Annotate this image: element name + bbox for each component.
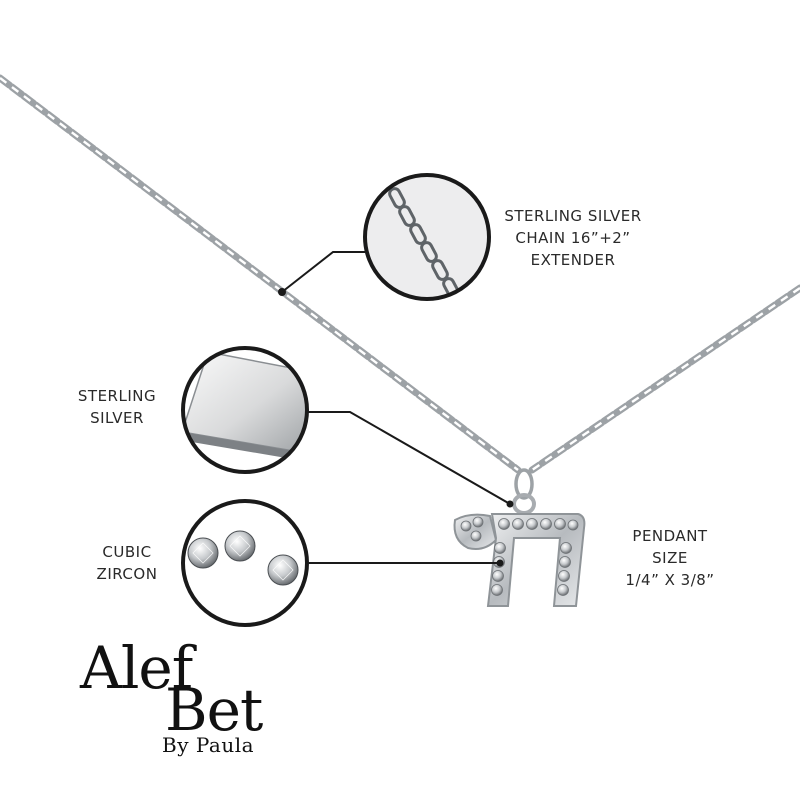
zircon-callout-dot bbox=[496, 559, 504, 567]
chain-label-line3: EXTENDER bbox=[530, 251, 616, 269]
brand-logo-alef: Alef bbox=[80, 634, 193, 702]
zircon-callout-label: CUBIC ZIRCON bbox=[72, 541, 182, 585]
pendant-label-line2: SIZE bbox=[652, 549, 688, 567]
chain-callout-line bbox=[281, 251, 365, 293]
brand-logo-bet: Bet bbox=[165, 676, 263, 744]
chai-pendant bbox=[453, 513, 586, 607]
chain-label-line2: CHAIN 16”+2” bbox=[515, 229, 631, 247]
chain-left-strand-inner bbox=[0, 77, 519, 471]
chain-callout-label: STERLING SILVER CHAIN 16”+2” EXTENDER bbox=[488, 205, 658, 271]
chain-callout-dot bbox=[278, 288, 286, 296]
chain bbox=[0, 74, 800, 515]
zircon-label-line1: CUBIC bbox=[102, 543, 152, 561]
callout-lines bbox=[281, 251, 511, 564]
pendant-body-chet bbox=[486, 513, 586, 607]
zircon-label-line2: ZIRCON bbox=[96, 565, 158, 583]
pendant-callout-label: PENDANT SIZE 1/4” X 3/8” bbox=[595, 525, 745, 591]
silver-callout-dot bbox=[506, 500, 514, 508]
chain-label-line1: STERLING SILVER bbox=[504, 207, 642, 225]
chain-right-strand bbox=[528, 284, 800, 474]
zircon-gems bbox=[187, 530, 299, 586]
silver-label-line2: SILVER bbox=[90, 409, 144, 427]
chain-closeup bbox=[388, 187, 460, 299]
brand-logo-byline: By Paula bbox=[162, 733, 255, 757]
zircon-detail-circle bbox=[181, 499, 309, 627]
jump-ring bbox=[514, 468, 534, 500]
silver-callout-label: STERLING SILVER bbox=[62, 385, 172, 429]
silver-label-line1: STERLING bbox=[77, 387, 157, 405]
pendant-stones bbox=[460, 516, 579, 596]
chain-detail-circle bbox=[363, 173, 491, 301]
silver-detail-circle bbox=[181, 346, 309, 474]
pendant-label-line3: 1/4” X 3/8” bbox=[625, 571, 715, 589]
silver-callout-line bbox=[307, 411, 511, 505]
pendant-label-line1: PENDANT bbox=[632, 527, 708, 545]
